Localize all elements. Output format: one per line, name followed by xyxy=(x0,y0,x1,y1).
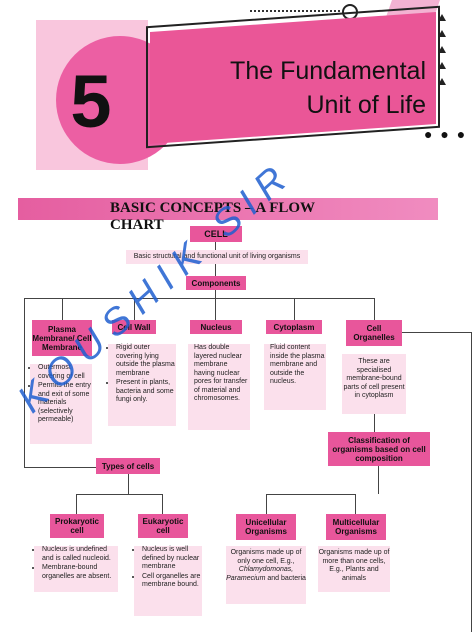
connector-line xyxy=(134,298,135,320)
connector-line xyxy=(266,494,267,514)
chapter-title-line1: The Fundamental xyxy=(230,57,426,85)
multicellular-box: Multicellular Organisms xyxy=(326,514,386,540)
connector-line xyxy=(374,298,375,320)
unicellular-examples: Chlamydomonas, Paramecium xyxy=(226,566,294,582)
connector-line xyxy=(162,494,163,514)
prokaryotic-details: Nucleus is undefined and is called nucle… xyxy=(34,546,118,592)
connector-line xyxy=(62,298,63,320)
connector-line xyxy=(215,264,216,276)
connector-line xyxy=(266,494,356,495)
connector-line xyxy=(76,494,162,495)
list-item: Cell organelles are membrane bound. xyxy=(142,573,202,590)
eukaryotic-details: Nucleus is well defined by nuclear membr… xyxy=(134,546,202,616)
cell-wall-details: Rigid outer covering lying outside the p… xyxy=(108,344,176,426)
decor-dotted-line xyxy=(250,10,340,12)
unicellular-box: Unicellular Organisms xyxy=(236,514,296,540)
decor-triangle-icon xyxy=(438,62,446,69)
chapter-title-line2: Unit of Life xyxy=(306,91,426,119)
plasma-membrane-details: Outermost covering of cell Permits the e… xyxy=(30,364,92,444)
connector-line xyxy=(76,494,77,514)
prokaryotic-box: Prokaryotic cell xyxy=(50,514,104,538)
connector-line xyxy=(378,466,379,494)
connector-line xyxy=(215,298,216,320)
connector-line xyxy=(215,290,216,298)
connector-line xyxy=(24,467,96,468)
cell-box: CELL xyxy=(190,226,242,242)
multicellular-details: Organisms made up of more than one cells… xyxy=(318,546,390,592)
classification-box: Classification of organisms based on cel… xyxy=(328,432,430,466)
cytoplasm-details: Fluid content inside the plasma membrane… xyxy=(264,344,326,410)
unicellular-details: Organisms made up of only one cell, E.g.… xyxy=(226,546,306,604)
connector-line xyxy=(215,242,216,250)
connector-line xyxy=(24,298,62,299)
connector-line xyxy=(402,332,472,333)
plasma-membrane-box: Plasma Membrane/ Cell Membrane xyxy=(32,320,92,356)
cell-organelles-details: These are specialised membrane-bound par… xyxy=(342,354,406,414)
connector-line xyxy=(471,332,472,632)
unicellular-text: Organisms made up of only one cell, E.g.… xyxy=(230,549,302,565)
cell-organelles-box: Cell Organelles xyxy=(346,320,402,346)
chapter-number: 5 xyxy=(70,60,112,143)
list-item: Present in plants, bacteria and some fun… xyxy=(116,379,176,405)
cell-wall-box: Cell Wall xyxy=(112,320,156,334)
decor-triangle-icon xyxy=(438,30,446,37)
eukaryotic-box: Eukaryotic cell xyxy=(138,514,188,538)
cytoplasm-box: Cytoplasm xyxy=(266,320,322,334)
list-item: Nucleus is undefined and is called nucle… xyxy=(42,546,118,563)
types-of-cells-box: Types of cells xyxy=(96,458,160,474)
nucleus-details: Has double layered nuclear membrane havi… xyxy=(188,344,250,430)
connector-line xyxy=(355,494,356,514)
decor-dots: ● ● ● xyxy=(424,126,468,142)
connector-line xyxy=(374,414,375,432)
cell-definition: Basic structural and functional unit of … xyxy=(126,250,308,264)
decor-triangle-icon xyxy=(438,78,446,85)
connector-line xyxy=(294,298,295,320)
list-item: Rigid outer covering lying outside the p… xyxy=(116,344,176,378)
list-item: Membrane-bound organelles are absent. xyxy=(42,564,118,581)
unicellular-text-end: and bacteria xyxy=(267,574,306,582)
connector-line xyxy=(128,474,129,494)
connector-line xyxy=(24,298,25,468)
nucleus-box: Nucleus xyxy=(190,320,242,334)
section-banner xyxy=(18,198,438,220)
section-title: BASIC CONCEPTS – A FLOW CHART xyxy=(110,200,315,233)
components-box: Components xyxy=(186,276,246,290)
decor-triangle-icon xyxy=(438,14,446,21)
list-item: Outermost covering of cell xyxy=(38,364,92,381)
decor-triangle-icon xyxy=(438,46,446,53)
list-item: Nucleus is well defined by nuclear membr… xyxy=(142,546,202,572)
list-item: Permits the entry and exit of some mater… xyxy=(38,382,92,425)
connector-line xyxy=(62,298,374,299)
